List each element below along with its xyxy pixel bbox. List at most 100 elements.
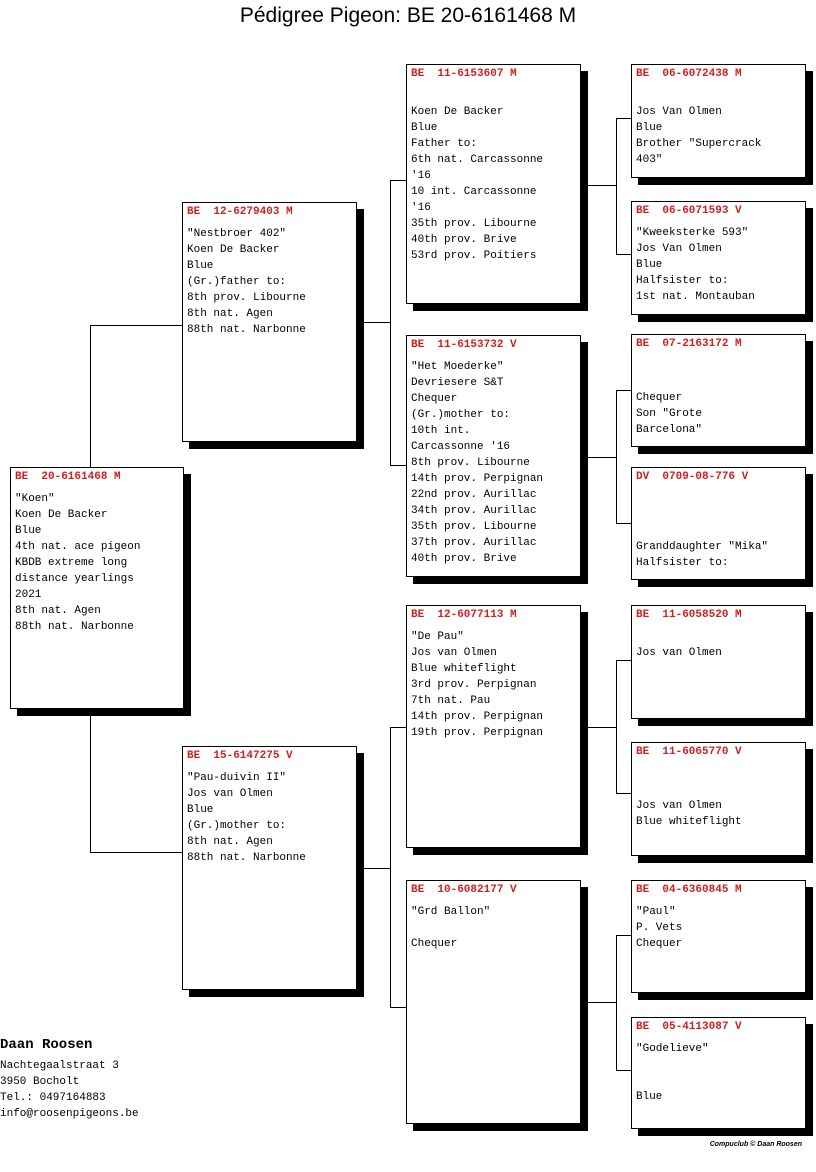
pigeon-info-line: "Grd Ballon": [411, 906, 491, 918]
pigeon-info-line: 6th nat. Carcassonne: [411, 154, 544, 166]
pigeon-info-line: 88th nat. Narbonne: [15, 621, 134, 633]
connector-line: [580, 727, 616, 728]
pigeon-info-line: 403": [636, 154, 663, 166]
page-title: Pédigree Pigeon: BE 20-6161468 M: [239, 4, 577, 27]
pigeon-info-line: Halfsister to:: [636, 275, 729, 287]
pigeon-info-line: 40th prov. Brive: [411, 553, 517, 565]
pigeon-info-line: Jos van Olmen: [411, 647, 497, 659]
pigeon-info-line: Jos Van Olmen: [636, 243, 722, 255]
pigeon-info-line: Jos Van Olmen: [636, 106, 722, 118]
pigeon-info-line: 10th int.: [411, 425, 471, 437]
ring-number: BE 11-6153732 V: [411, 339, 517, 351]
breeder-info: Daan Roosen Nachtegaalstraat 3 3950 Boch…: [0, 1036, 139, 1122]
connector-line: [390, 465, 406, 466]
pigeon-info-line: Brother "Supercrack: [636, 138, 762, 150]
pigeon-info-line: 10 int. Carcassonne: [411, 186, 537, 198]
connector-line: [616, 935, 617, 1070]
pigeon-info-line: '16: [411, 170, 431, 182]
connector-line: [390, 727, 391, 1007]
connector-line: [616, 793, 631, 794]
pigeon-info-line: 22nd prov. Aurillac: [411, 489, 537, 501]
pigeon-info-line: [636, 374, 801, 390]
pigeon-info-line: Blue: [636, 1091, 663, 1103]
pigeon-info-line: Jos van Olmen: [636, 647, 722, 659]
pigeon-info-line: 8th prov. Libourne: [187, 292, 306, 304]
ring-number: BE 06-6072438 M: [636, 68, 742, 80]
pigeon-info-line: Blue: [187, 804, 214, 816]
pigeon-info-line: [636, 766, 801, 782]
pigeon-info-line: Jos van Olmen: [187, 788, 273, 800]
pigeon-info-line: [636, 88, 801, 104]
pigeon-info-line: [411, 88, 576, 104]
connector-line: [616, 390, 617, 523]
ring-number: BE 12-6077113 M: [411, 609, 517, 621]
pigeon-info-line: Blue whiteflight: [411, 663, 517, 675]
footer-credit: Compuclub © Daan Roosen: [709, 1141, 802, 1148]
ring-number: BE 06-6071593 V: [636, 205, 742, 217]
pigeon-info-line: KBDB extreme long: [15, 557, 128, 569]
pigeon-card-mff[interactable]: BE 11-6058520 M Jos van Olmen: [631, 605, 806, 719]
pigeon-info-line: Blue: [15, 525, 42, 537]
connector-line: [357, 868, 391, 869]
pigeon-card-mother[interactable]: BE 15-6147275 V "Pau-duivin II" Jos van Ol…: [182, 746, 357, 990]
ring-number: BE 04-6360845 M: [636, 884, 742, 896]
ring-number: BE 11-6153607 M: [411, 68, 517, 80]
pigeon-info-line: Chequer: [636, 938, 683, 950]
pigeon-card-fmm[interactable]: DV 0709-08-776 V Granddaughter "Mika"Hal…: [631, 467, 806, 580]
pigeon-info-line: Blue: [187, 260, 214, 272]
pigeon-info-line: Chequer: [636, 392, 683, 404]
pigeon-info-line: 8th nat. Agen: [15, 605, 101, 617]
pigeon-info-line: [636, 491, 801, 507]
pigeon-card-father[interactable]: BE 12-6279403 M"Nestbroer 402"Koen De Ba…: [182, 202, 357, 442]
breeder-street: Nachtegaalstraat 3: [0, 1060, 119, 1072]
pigeon-info-line: Jos van Olmen: [636, 800, 722, 812]
pigeon-info-line: [411, 920, 576, 936]
pigeon-info-line: [636, 523, 801, 539]
connector-line: [616, 254, 631, 255]
pigeon-info-line: 4th nat. ace pigeon: [15, 541, 141, 553]
pigeon-info-line: 14th prov. Perpignan: [411, 711, 544, 723]
pigeon-info-line: [636, 507, 801, 523]
breeder-phone: Tel.: 0497164883: [0, 1092, 106, 1104]
pigeon-info-line: 7th nat. Pau: [411, 695, 491, 707]
pigeon-info-line: 14th prov. Perpignan: [411, 473, 544, 485]
pigeon-info-line: (Gr.)mother to:: [411, 409, 511, 421]
pigeon-info-line: 2021: [15, 589, 42, 601]
pigeon-info-line: 8th prov. Libourne: [411, 457, 530, 469]
pigeon-info-line: "Kweeksterke 593": [636, 227, 749, 239]
pigeon-info-line: Chequer: [411, 393, 458, 405]
pigeon-info-line: Chequer: [411, 938, 458, 950]
breeder-name: Daan Roosen: [0, 1037, 93, 1053]
pigeon-info-line: 8th nat. Agen: [187, 308, 273, 320]
pigeon-card-fm[interactable]: BE 11-6153732 V"Het Moederke"Devriesere …: [406, 335, 581, 577]
pigeon-info-line: "Het Moederke": [411, 361, 504, 373]
connector-line: [616, 118, 631, 119]
pigeon-info-line: 35th prov. Libourne: [411, 521, 537, 533]
pigeon-info-line: 37th prov. Aurillac: [411, 537, 537, 549]
connector-line: [616, 523, 631, 524]
ring-number: BE 10-6082177 V: [411, 884, 517, 896]
pigeon-info-line: Koen De Backer: [187, 244, 280, 256]
pigeon-info-line: [636, 358, 801, 374]
pigeon-card-ffm[interactable]: BE 06-6071593 V "Kweeksterke 593" Jos Van …: [631, 201, 806, 315]
connector-line: [616, 660, 631, 661]
pigeon-info-line: Blue: [636, 122, 663, 134]
pigeon-info-line: (Gr.)father to:: [187, 276, 287, 288]
pigeon-card-mm[interactable]: BE 10-6082177 V "Grd Ballon" Chequer: [406, 880, 581, 1124]
connector-line: [357, 322, 391, 323]
ring-number: BE 15-6147275 V: [187, 750, 293, 762]
pigeon-card-mmm[interactable]: BE 05-4113087 V"Godelieve" Blue: [631, 1017, 806, 1129]
ring-number: BE 05-4113087 V: [636, 1021, 742, 1033]
ring-number: BE 11-6058520 M: [636, 609, 742, 621]
pigeon-info-line: 53rd prov. Poitiers: [411, 250, 537, 262]
pigeon-info-line: "Pau-duivin II": [187, 772, 287, 784]
breeder-email[interactable]: info@roosenpigeons.be: [0, 1108, 139, 1120]
pigeon-info-line: Koen De Backer: [411, 106, 504, 118]
